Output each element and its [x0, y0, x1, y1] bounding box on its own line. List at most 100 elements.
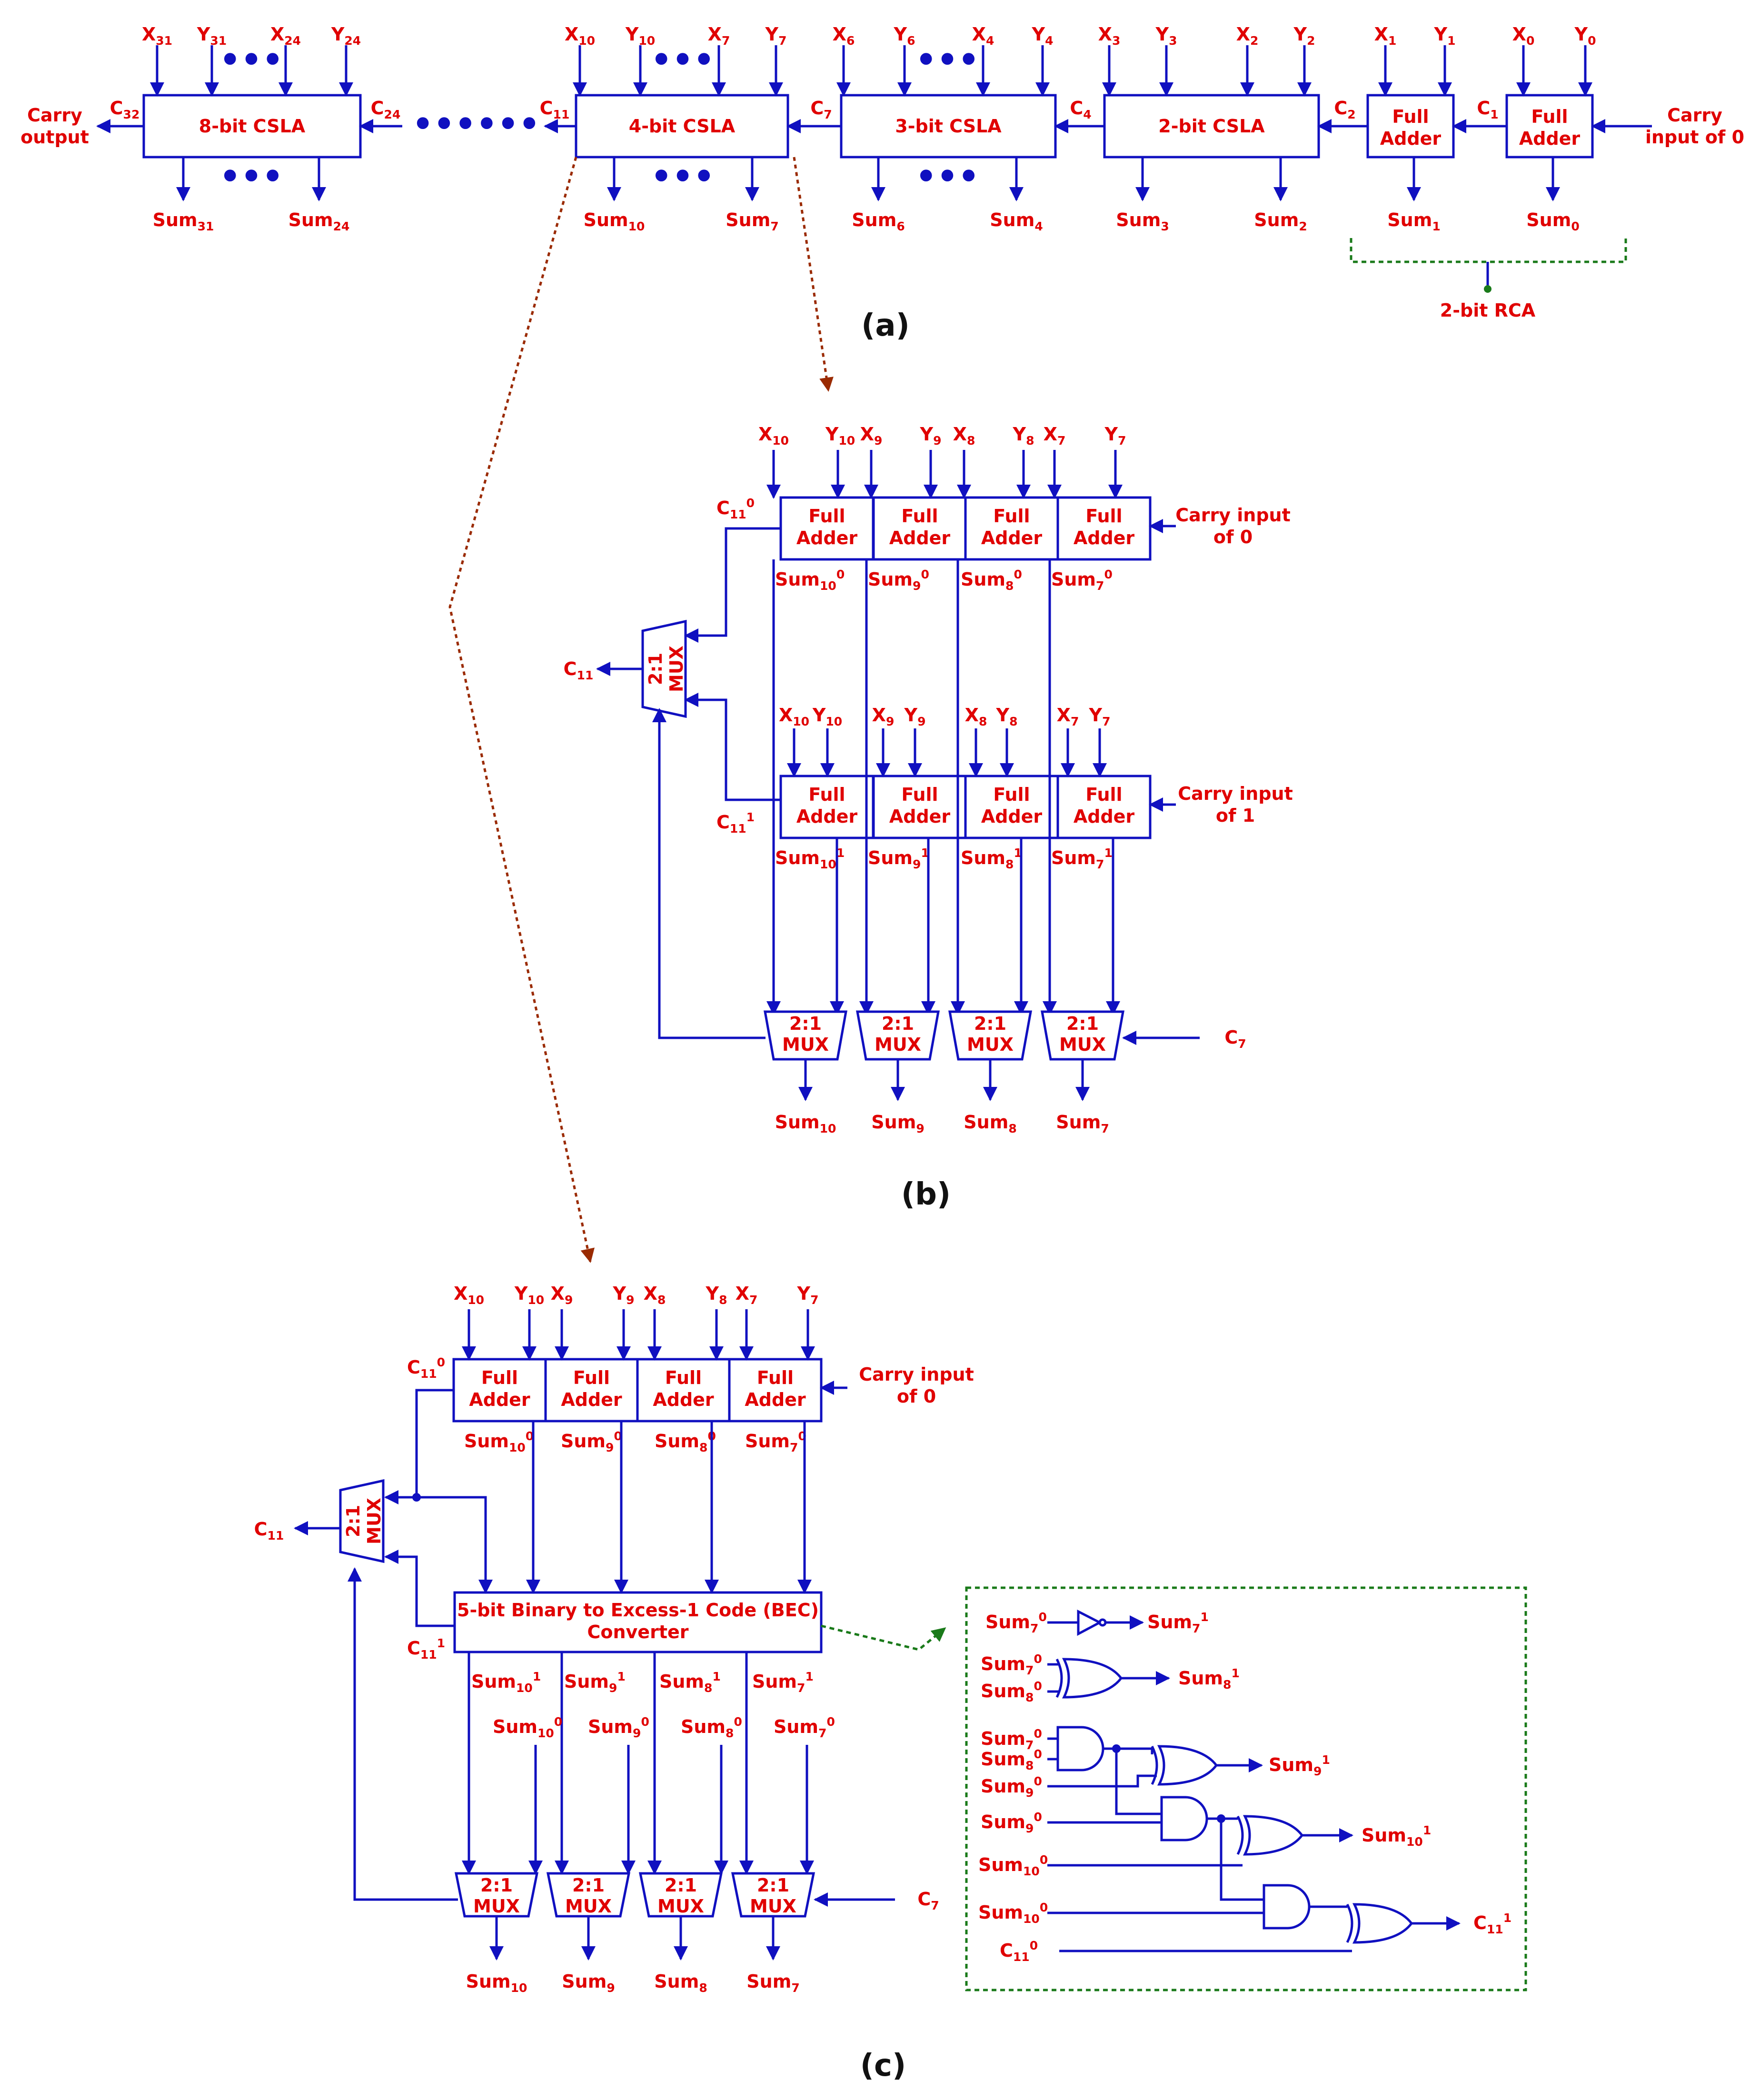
input-label: Y7 — [765, 24, 787, 48]
input-label: Y8 — [1013, 424, 1034, 448]
input-label: Y1 — [1434, 24, 1456, 48]
input-label: Y6 — [894, 24, 915, 48]
sum-label: Sum0 — [1526, 209, 1579, 233]
bec-input-label: Sum80 — [981, 1679, 1042, 1704]
sum1-label: Sum91 — [564, 1670, 626, 1695]
input-label: X7 — [1057, 705, 1079, 728]
xor-gate-curve — [1236, 1815, 1244, 1855]
input-label: Y10 — [825, 424, 855, 448]
select-label: C7 — [1224, 1027, 1246, 1051]
bec-input-label: Sum100 — [978, 1853, 1048, 1878]
carry0-label: C110 — [407, 1355, 445, 1381]
sum-label: Sum7 — [1056, 1112, 1109, 1135]
sum-label: Sum10 — [584, 209, 645, 233]
xor-gate-curve — [1151, 1745, 1158, 1785]
bec-detail-frame — [965, 1586, 1527, 1991]
xor-gate-curve — [1055, 1658, 1063, 1698]
input-label: X9 — [551, 1283, 573, 1307]
input-label: Y9 — [920, 424, 942, 448]
xor-gate-curve — [1346, 1903, 1353, 1943]
bec-wire — [1115, 1749, 1162, 1815]
sum0-label: Sum90 — [868, 567, 929, 593]
sum1-label: Sum81 — [659, 1670, 721, 1695]
carry-label: C32 — [110, 98, 140, 121]
sum-label: Sum31 — [153, 209, 214, 233]
select-feedback-wire — [652, 708, 766, 1039]
bec-input-label: Sum70 — [985, 1610, 1047, 1635]
full-adder-carry0 — [964, 496, 1059, 561]
sum1-label: Sum101 — [471, 1670, 541, 1695]
sum0-label: Sum70 — [745, 1429, 806, 1454]
sum0-label: Sum100 — [493, 1715, 562, 1740]
xor-gate — [1352, 1903, 1413, 1944]
block-label: 3-bit CSLA — [895, 116, 1002, 137]
caption-c: (c) — [860, 2048, 906, 2083]
ellipsis: ••• — [219, 157, 283, 196]
mux-2to1 — [731, 1872, 815, 1918]
input-label: X7 — [708, 24, 730, 48]
sum-label: Sum4 — [990, 209, 1043, 233]
mux-label: 2:1MUX — [645, 646, 687, 692]
full-adder-carry0 — [544, 1358, 639, 1423]
input-label: X24 — [270, 24, 301, 48]
sum-label: Sum8 — [654, 1971, 707, 1995]
input-label: X9 — [860, 424, 883, 448]
input-label: Y24 — [331, 24, 361, 48]
sum1-label: Sum91 — [868, 846, 929, 871]
bec-input-label: Sum100 — [978, 1901, 1048, 1926]
sum0-label: Sum70 — [774, 1715, 835, 1740]
xor-gate — [1243, 1815, 1304, 1856]
mux-2to1 — [948, 1010, 1032, 1061]
mux-2to1 — [856, 1010, 940, 1061]
ellipsis: ••• — [915, 157, 979, 196]
input-label: X6 — [833, 24, 855, 48]
sum0-label: Sum70 — [1051, 567, 1113, 593]
input-label: X8 — [953, 424, 975, 448]
not-gate — [1077, 1609, 1103, 1636]
ellipsis: ••• — [219, 40, 283, 80]
rca-dot — [1484, 285, 1492, 293]
input-label: X9 — [872, 705, 895, 728]
block-2 — [840, 94, 1057, 159]
sum-label: Sum3 — [1116, 209, 1169, 233]
input-label: X8 — [965, 705, 987, 728]
input-label: X2 — [1236, 24, 1259, 48]
sum-label: Sum10 — [466, 1971, 527, 1995]
sum1-label: Sum81 — [961, 846, 1022, 871]
block-5 — [1505, 94, 1594, 159]
carry-label: C24 — [371, 98, 401, 121]
ellipsis: ••• — [915, 40, 979, 80]
caption-a: (a) — [861, 308, 910, 343]
sum-label: Sum7 — [746, 1971, 799, 1995]
zoom-link-b — [793, 157, 834, 392]
sum-label: Sum6 — [852, 209, 905, 233]
sum0-label: Sum100 — [775, 567, 845, 593]
carry0-wire — [384, 1389, 454, 1504]
input-label: Y8 — [706, 1283, 727, 1307]
input-label: X31 — [142, 24, 172, 48]
input-label: X4 — [972, 24, 994, 48]
carry-label: C2 — [1334, 98, 1355, 121]
bec-output-label: Sum71 — [1147, 1610, 1209, 1635]
sum-label: Sum7 — [726, 209, 778, 233]
input-label: Y10 — [812, 705, 842, 728]
input-label: Y10 — [625, 24, 655, 48]
bec-zoom-link — [821, 1624, 946, 1651]
input-label: X10 — [454, 1283, 484, 1307]
block-label: 8-bit CSLA — [199, 116, 306, 137]
rca-bracket — [1350, 238, 1627, 263]
carry-label: C11 — [540, 98, 570, 121]
